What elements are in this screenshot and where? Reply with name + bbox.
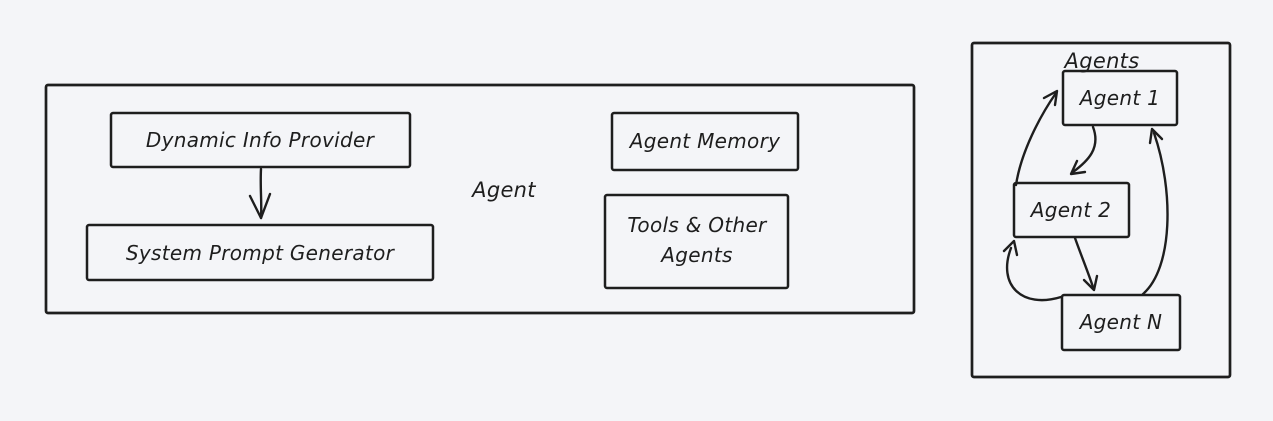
arrow-agent1-to-agent2	[1069, 125, 1097, 176]
node-dynamic-info-provider	[109, 111, 412, 169]
agents-panel-box	[970, 41, 1232, 379]
node-agent-memory	[610, 111, 800, 172]
label-agent-memory: Agent Memory	[628, 129, 781, 153]
node-agent-2	[1012, 181, 1131, 239]
arrow-dip-to-spg	[248, 167, 272, 220]
node-agent-n	[1060, 293, 1182, 352]
arrow-agent2-to-agent1	[1014, 89, 1059, 187]
node-tools-other-agents	[603, 193, 790, 290]
label-agent-1: Agent 1	[1078, 86, 1160, 110]
label-agents-panel: Agents	[1063, 49, 1140, 73]
label-system-prompt-generator: System Prompt Generator	[126, 241, 396, 265]
label-agent-n: Agent N	[1078, 310, 1163, 334]
agent-panel-box	[44, 83, 916, 315]
label-tools-other-agents-line2: Agents	[659, 243, 732, 267]
label-dynamic-info-provider: Dynamic Info Provider	[146, 128, 376, 152]
label-agent-panel: Agent	[470, 178, 536, 202]
node-agent-1	[1061, 69, 1179, 127]
node-system-prompt-generator	[85, 223, 435, 282]
arrow-agentn-to-agent1	[1141, 127, 1169, 296]
label-tools-other-agents-line1: Tools & Other	[627, 213, 768, 237]
arrow-agentn-to-agent2	[1002, 239, 1063, 302]
arrow-agent2-to-agentn	[1073, 236, 1099, 292]
label-agent-2: Agent 2	[1029, 198, 1111, 222]
